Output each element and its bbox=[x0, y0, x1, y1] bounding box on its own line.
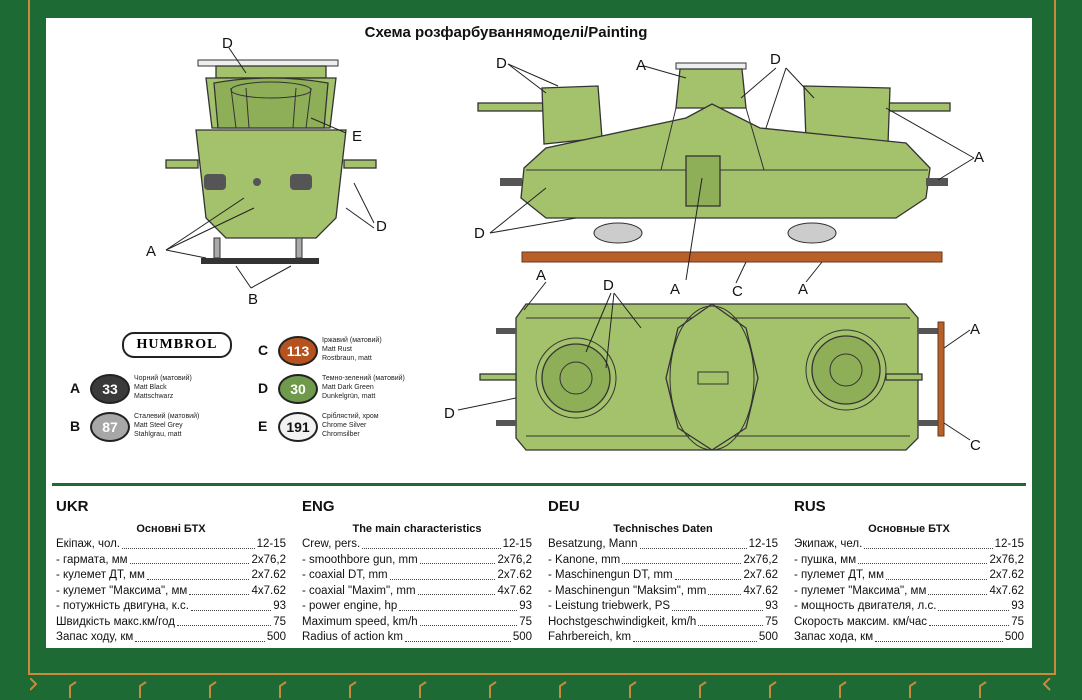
spec-lang: DEU bbox=[548, 498, 580, 515]
top-callout-d-top: D bbox=[603, 277, 614, 294]
side-callout-c: C bbox=[732, 283, 743, 300]
spec-heading: Основні БТХ bbox=[136, 523, 206, 535]
side-callout-d-left: D bbox=[496, 55, 507, 72]
paint-chip-30: 30 bbox=[278, 374, 318, 404]
painting-scheme-drawing: .g { fill: #a4c26b; stroke: #333; stroke… bbox=[146, 35, 984, 454]
page-title: Схема розфарбуваннямоделі/Painting bbox=[364, 24, 648, 41]
paint-letter: E bbox=[258, 418, 268, 434]
humbrol-logo: HUMBROL bbox=[122, 332, 232, 358]
spec-heading: The main characteristics bbox=[352, 523, 482, 535]
front-callout-d-top: D bbox=[222, 35, 233, 52]
content-panel: Схема розфарбуваннямоделі/Painting .g { … bbox=[46, 18, 1032, 648]
spec-heading: Technisches Daten bbox=[613, 523, 713, 535]
paint-letter: D bbox=[258, 380, 269, 396]
top-callout-a-left: A bbox=[536, 267, 546, 284]
spec-lang: ENG bbox=[302, 498, 335, 515]
front-callout-b: B bbox=[248, 291, 258, 308]
spec-heading: Основные БТХ bbox=[868, 523, 950, 535]
spec-lang: UKR bbox=[56, 498, 89, 515]
side-callout-a-rail: A bbox=[798, 281, 808, 298]
paint-chip-113: 113 bbox=[278, 336, 318, 366]
paint-letter: A bbox=[70, 380, 81, 396]
spec-rus: RUS Основные БТХ Экипаж, чел.12-15 - пуш… bbox=[794, 498, 1024, 646]
spec-row: - мощность двигателя, л.с.93 bbox=[794, 600, 1024, 612]
side-callout-a-right: A bbox=[974, 149, 984, 166]
paint-letter: B bbox=[70, 418, 81, 434]
side-callout-d-center: D bbox=[770, 51, 781, 68]
spec-row: Екіпаж, чол.12-15 bbox=[56, 538, 286, 550]
spec-row: Экипаж, чел.12-15 bbox=[794, 538, 1024, 550]
paint-letter: C bbox=[258, 342, 269, 358]
paint-chip-191: 191 bbox=[278, 412, 318, 442]
side-callout-d-lower: D bbox=[474, 225, 485, 242]
front-callout-e: E bbox=[352, 128, 362, 145]
paint-chip-87: 87 bbox=[90, 412, 130, 442]
front-callout-a: A bbox=[146, 243, 156, 260]
side-callout-a-bottom: A bbox=[670, 281, 680, 298]
spec-ukr: UKR Основні БТХ Екіпаж, чол.12-15 - гарм… bbox=[56, 498, 286, 646]
section-divider bbox=[52, 483, 1026, 486]
spec-eng: ENG The main characteristics Crew, pers.… bbox=[302, 498, 532, 646]
side-callout-a-top: A bbox=[636, 57, 646, 74]
paint-chip-33: 33 bbox=[90, 374, 130, 404]
top-callout-a-right: A bbox=[970, 321, 980, 338]
side-view: D A D A D A C A bbox=[474, 51, 984, 300]
gold-border bbox=[28, 0, 1056, 675]
top-callout-d-left: D bbox=[444, 405, 455, 422]
top-view: A D D A C bbox=[444, 267, 981, 454]
spec-row: Crew, pers.12-15 bbox=[302, 538, 532, 550]
front-view: D E D A B bbox=[146, 35, 387, 308]
spec-row: - потужність двигуна, к.с.93 bbox=[56, 600, 286, 612]
top-callout-c: C bbox=[970, 437, 981, 454]
spec-lang: RUS bbox=[794, 498, 826, 515]
front-callout-d-right: D bbox=[376, 218, 387, 235]
gold-ticks bbox=[30, 678, 1051, 698]
